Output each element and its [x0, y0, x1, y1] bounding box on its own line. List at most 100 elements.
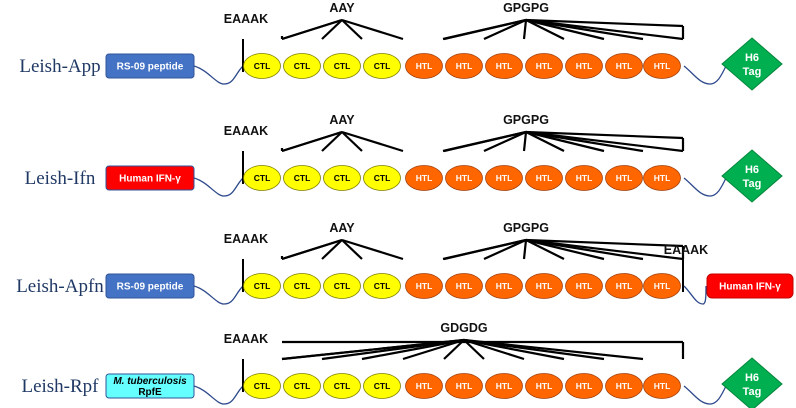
tag-label: Tag — [743, 66, 762, 78]
epitope-label: HTL — [416, 173, 433, 183]
tag-label: H6 — [745, 164, 759, 176]
ctl-epitope — [363, 165, 401, 191]
epitope-label: CTL — [254, 281, 271, 291]
flexible-linker — [683, 285, 707, 305]
ctl-epitope — [363, 273, 401, 299]
ctl-epitope — [243, 165, 281, 191]
epitope-label: CTL — [374, 173, 391, 183]
bracket-line — [281, 238, 343, 261]
bracket-line — [525, 131, 565, 152]
bracket-line — [463, 339, 485, 360]
epitope-label: CTL — [334, 173, 351, 183]
linker-label: GPGPG — [503, 221, 549, 235]
htl-epitope — [485, 373, 523, 399]
epitope-label: HTL — [496, 173, 513, 183]
n-linker-label: EAAAK — [224, 12, 268, 26]
bracket-line — [321, 239, 343, 260]
epitope-label: HTL — [456, 381, 473, 391]
htl-epitope — [485, 273, 523, 299]
left-domain-label: M. tuberculosis — [113, 376, 187, 387]
htl-epitope — [605, 53, 643, 79]
linker-label: AAY — [329, 221, 355, 235]
left-domain-box: Human IFN-γ — [105, 165, 195, 191]
epitope-label: CTL — [334, 281, 351, 291]
n-linker-label: EAAAK — [224, 232, 268, 246]
tag-label: H6 — [745, 372, 759, 384]
bracket-line — [525, 238, 684, 261]
bracket-line — [522, 239, 528, 260]
ctl-epitope — [243, 373, 281, 399]
bracket-line — [321, 19, 343, 40]
htl-epitope — [605, 165, 643, 191]
epitope-label: HTL — [576, 61, 593, 71]
htl-epitope — [525, 373, 563, 399]
bracket-line — [525, 238, 684, 248]
his-tag-diamond — [721, 37, 783, 91]
n-linker-label: EAAAK — [224, 124, 268, 138]
epitope-label: HTL — [416, 281, 433, 291]
epitope-label: HTL — [456, 173, 473, 183]
linker-brackets: GDGDG — [281, 321, 685, 361]
tag-label: H6 — [745, 52, 759, 64]
htl-epitope — [405, 165, 443, 191]
epitope-label: HTL — [616, 281, 633, 291]
bracket-line — [341, 130, 404, 153]
bracket-line — [522, 19, 528, 40]
htl-epitope — [445, 165, 483, 191]
ctl-epitope — [323, 53, 361, 79]
flexible-linker — [193, 285, 244, 305]
flexible-linker — [193, 65, 244, 85]
construct-name: Leish-Rpf — [21, 376, 99, 397]
epitope-label: HTL — [616, 173, 633, 183]
bracket-line — [443, 339, 465, 360]
ctl-epitope — [283, 165, 321, 191]
epitope-label: HTL — [616, 381, 633, 391]
bracket-line — [483, 18, 527, 41]
left-domain-label: RpfE — [138, 387, 162, 398]
bracket-line — [361, 338, 465, 361]
epitope-label: HTL — [496, 281, 513, 291]
right-domain-box: Human IFN-γ — [706, 273, 794, 299]
htl-epitope — [565, 165, 603, 191]
htl-epitope — [643, 373, 681, 399]
bracket-line — [483, 238, 527, 261]
htl-epitope — [525, 273, 563, 299]
epitope-label: CTL — [294, 61, 311, 71]
htl-epitope — [565, 273, 603, 299]
ctl-epitope — [243, 273, 281, 299]
ctl-epitope — [283, 53, 321, 79]
linker-label: GPGPG — [503, 1, 549, 15]
htl-epitope — [445, 273, 483, 299]
tag-label: Tag — [743, 386, 762, 398]
htl-epitope — [643, 273, 681, 299]
htl-epitope — [525, 53, 563, 79]
htl-epitope — [565, 373, 603, 399]
left-domain-label: RS-09 peptide — [117, 62, 184, 73]
epitope-label: HTL — [654, 381, 671, 391]
epitope-label: HTL — [536, 381, 553, 391]
ctl-epitope — [283, 273, 321, 299]
bracket-line — [321, 131, 343, 152]
his-tag-diamond — [721, 149, 783, 203]
epitope-label: HTL — [654, 281, 671, 291]
epitope-label: CTL — [334, 61, 351, 71]
htl-epitope — [605, 373, 643, 399]
bracket-line — [525, 19, 565, 40]
ctl-epitope — [323, 273, 361, 299]
bracket-line — [525, 130, 684, 153]
flexible-linker — [193, 385, 244, 405]
epitope-label: HTL — [536, 281, 553, 291]
htl-epitope — [643, 53, 681, 79]
ctl-epitope — [363, 373, 401, 399]
bracket-line — [443, 18, 527, 41]
his-tag-diamond — [721, 357, 783, 408]
epitope-label: HTL — [576, 281, 593, 291]
epitope-label: HTL — [416, 61, 433, 71]
